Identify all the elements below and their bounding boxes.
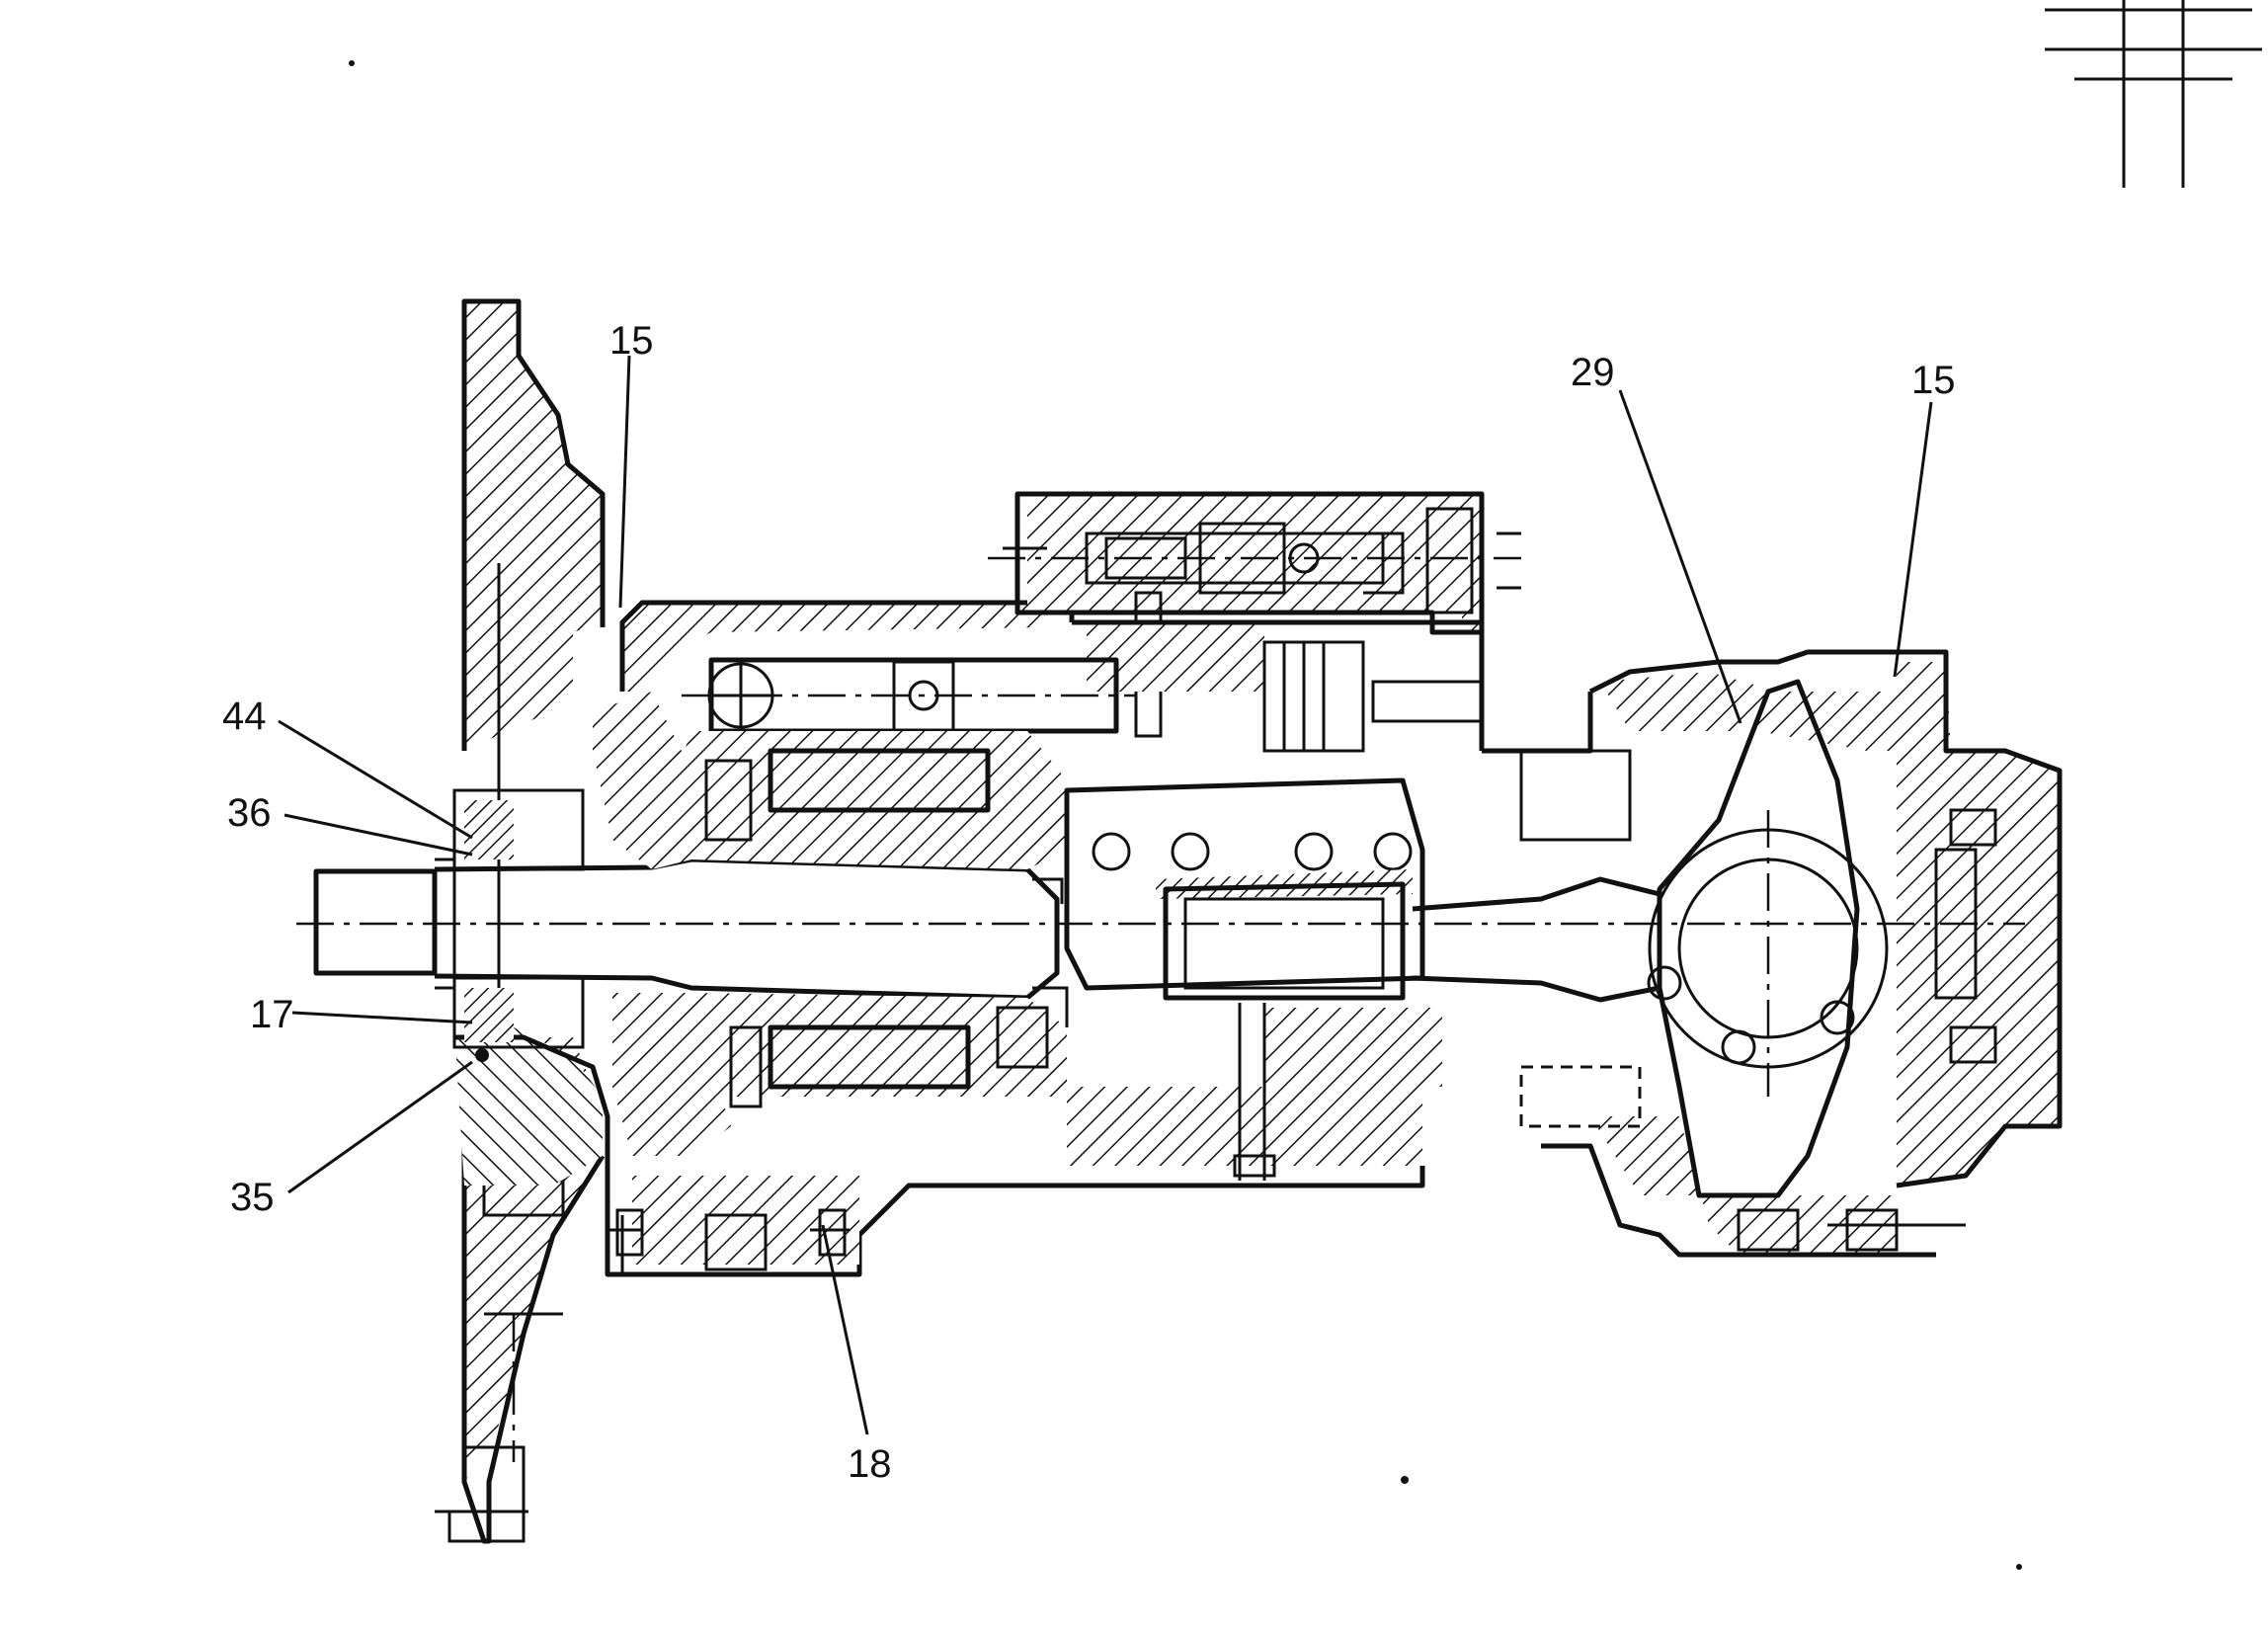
callout-35: 35 [230, 1176, 275, 1219]
leader-18 [821, 1224, 869, 1435]
leader-44 [278, 719, 473, 840]
callout-15-left: 15 [609, 319, 654, 363]
port-plate [1064, 777, 1425, 1001]
callout-29: 29 [1571, 351, 1615, 394]
cylinder-block [652, 731, 1069, 1108]
callout-44: 44 [222, 695, 267, 738]
leader-29 [1618, 389, 1742, 724]
callout-15-right: 15 [1911, 359, 1956, 402]
leader-17 [291, 1011, 473, 1024]
leader-36 [284, 813, 473, 857]
shaft-seal-housing [452, 788, 610, 1186]
callout-17: 17 [250, 993, 294, 1036]
center-lines [296, 556, 2025, 1462]
leader-15-right [1893, 401, 1933, 678]
swash-plate-housing [1482, 649, 2063, 1258]
mounting-flange [435, 298, 606, 1544]
leader-35 [287, 1060, 473, 1194]
leader-15-left [618, 355, 631, 609]
callout-18: 18 [848, 1442, 892, 1486]
control-valve-block [1003, 491, 1521, 751]
drain-plugs [608, 1215, 850, 1274]
main-housing [593, 600, 1442, 1277]
callout-36: 36 [227, 791, 272, 835]
scan-specks [349, 0, 2262, 1570]
